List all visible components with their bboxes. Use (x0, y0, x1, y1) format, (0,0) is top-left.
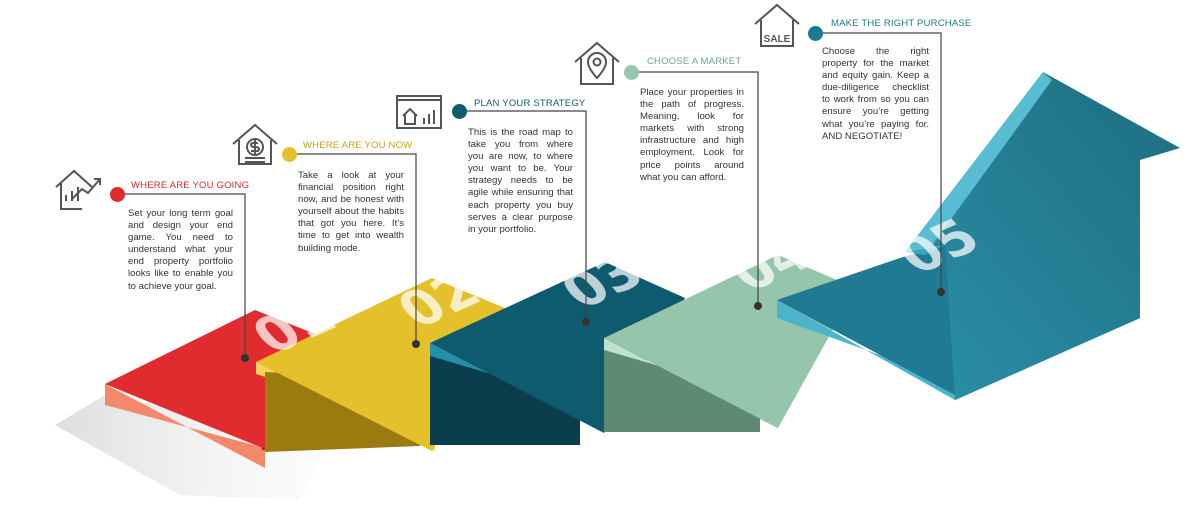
step-03-anchor-dot (582, 318, 590, 326)
step-02-text: Take a look at your financial position r… (298, 170, 404, 254)
house-sale-icon: SALE (752, 2, 802, 55)
step-04-title: CHOOSE A MARKET (647, 56, 742, 67)
presentation-board-icon (394, 92, 444, 139)
step-04-dot (624, 65, 639, 80)
step-01-title: WHERE ARE YOU GOING (131, 180, 250, 191)
step-05-text: Choose the right property for the market… (822, 46, 929, 142)
step-03-text: This is the road map to take you from wh… (468, 127, 573, 235)
floor-shadow (55, 395, 330, 500)
step-04-text: Place your properties in the path of pro… (640, 87, 744, 183)
step-01-leader-line (118, 193, 246, 358)
step-03-dot (452, 104, 467, 119)
step-05-dot (808, 26, 823, 41)
step-02-title: WHERE ARE YOU NOW (303, 140, 413, 151)
step-05-arrow-block (777, 72, 1180, 400)
step-04-leader-line (632, 71, 759, 306)
house-location-icon (572, 40, 622, 95)
step-04-anchor-dot (754, 302, 762, 310)
step-02-anchor-dot (412, 340, 420, 348)
sale-label: SALE (764, 34, 791, 45)
step-03-leader-line (460, 110, 587, 322)
house-dollar-icon (230, 122, 280, 177)
step-01-dot (110, 187, 125, 202)
step-02-leader-line (290, 153, 417, 344)
house-chart-icon (52, 165, 104, 218)
step-05-title: MAKE THE RIGHT PURCHASE (831, 18, 972, 29)
step-02-dot (282, 147, 297, 162)
step-01-anchor-dot (241, 354, 249, 362)
step-01-text: Set your long term goal and design your … (128, 208, 233, 292)
step-05-anchor-dot (937, 288, 945, 296)
step-03-title: PLAN YOUR STRATEGY (474, 98, 586, 109)
step-05-leader-line (816, 32, 942, 292)
